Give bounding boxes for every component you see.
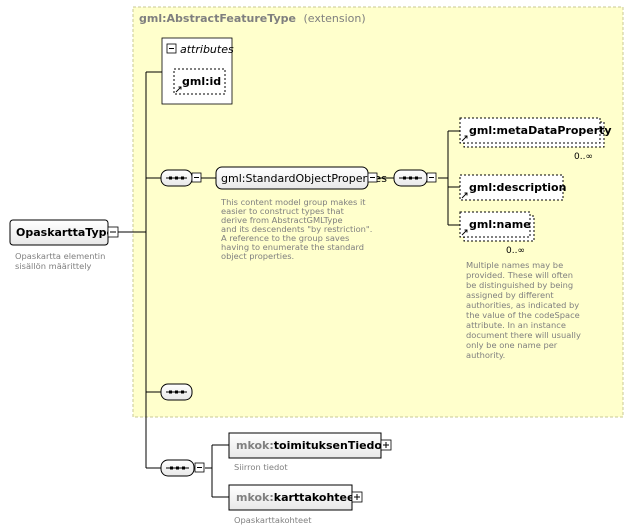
toimituksen-tiedot-description: Siirron tiedot — [234, 462, 288, 472]
element-toimituksen-tiedot[interactable]: mkok:toimituksenTiedot — [228, 432, 392, 459]
name-description: Multiple names may be provided. These wi… — [466, 260, 584, 360]
expand-icon[interactable] — [351, 491, 363, 503]
sequence-compositor[interactable] — [160, 169, 202, 187]
svg-text:gml:description: gml:description — [469, 181, 566, 194]
collapse-icon[interactable] — [107, 226, 119, 238]
sequence-compositor[interactable] — [160, 383, 193, 401]
element-description[interactable]: gml:description — [459, 174, 566, 201]
collapse-icon[interactable] — [191, 172, 202, 183]
svg-text:mkok:karttakohteet: mkok:karttakohteet — [236, 491, 360, 504]
attributes-title: attributes — [180, 43, 234, 56]
connectors — [118, 71, 460, 498]
svg-text:mkok:toimituksenTiedot: mkok:toimituksenTiedot — [236, 439, 387, 452]
sequence-compositor[interactable] — [393, 169, 437, 187]
svg-text:gml:AbstractFeatureType: gml:AbstractFeatureType (extension) — [139, 12, 366, 25]
root-element-name: OpaskarttaType — [16, 226, 114, 239]
element-meta-data-property[interactable]: gml:metaDataProperty — [459, 117, 612, 148]
extension-base: gml:AbstractFeatureType — [139, 12, 296, 25]
ref-arrow-icon — [461, 229, 468, 236]
group-description: This content model group makes it easier… — [220, 197, 375, 261]
sequence-compositor[interactable] — [160, 459, 205, 477]
cardinality: 0..∞ — [574, 152, 593, 162]
collapse-icon[interactable] — [426, 172, 437, 183]
collapse-icon[interactable] — [367, 172, 378, 183]
expand-icon[interactable] — [380, 439, 392, 451]
karttakohteet-description: Opaskarttakohteet — [234, 515, 312, 525]
collapse-icon[interactable] — [166, 43, 177, 54]
ref-arrow-icon — [175, 86, 182, 93]
cardinality: 0..∞ — [506, 246, 525, 256]
element-name[interactable]: gml:name — [459, 211, 535, 242]
group-standard-object-properties[interactable]: gml:StandardObjectProperties — [215, 166, 387, 190]
svg-text:gml:metaDataProperty: gml:metaDataProperty — [469, 124, 612, 137]
ref-arrow-icon — [461, 135, 468, 142]
group-name: gml:StandardObjectProperties — [221, 172, 387, 185]
element-karttakohteet[interactable]: mkok:karttakohteet — [228, 484, 363, 511]
root-element-box[interactable]: OpaskarttaType — [9, 219, 119, 246]
svg-text:gml:id: gml:id — [182, 75, 221, 88]
ref-arrow-icon — [461, 192, 468, 199]
extension-label: (extension) — [303, 12, 365, 25]
svg-text:gml:name: gml:name — [469, 218, 531, 231]
collapse-icon[interactable] — [194, 462, 205, 473]
root-description: Opaskartta elementin sisällön määrittely — [15, 251, 108, 271]
attribute-gml-id[interactable]: gml:id — [173, 68, 226, 95]
attributes-panel: attributes gml:id — [161, 37, 234, 105]
